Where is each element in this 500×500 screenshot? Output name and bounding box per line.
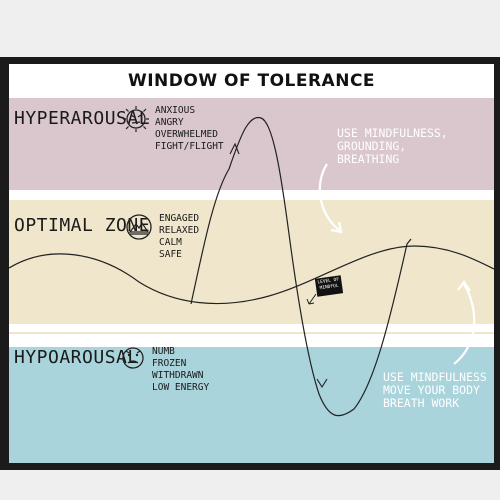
state-item: ANGRY	[155, 117, 184, 128]
mountains-icon	[126, 214, 152, 240]
band-divider	[9, 334, 494, 347]
state-item: FROZEN	[152, 358, 187, 369]
state-item: FIGHT/FLIGHT	[155, 141, 224, 152]
bottom-tip: USE MINDFULNESS MOVE YOUR BODY BREATH WO…	[383, 371, 487, 410]
state-item: RELAXED	[159, 225, 200, 236]
tip-line: BREATHING	[337, 152, 400, 166]
tip-line: BREATH WORK	[383, 396, 460, 410]
top-tip: USE MINDFULNESS, GROUNDING, BREATHING	[337, 127, 448, 166]
poster: WINDOW OF TOLERANCE HYPERAROUSAL ANXIOUS…	[9, 64, 494, 463]
state-item: NUMB	[152, 346, 175, 357]
baseline-wave	[9, 245, 494, 305]
tip-line: USE MINDFULNESS,	[337, 126, 448, 140]
arousal-swing-curve	[190, 116, 412, 417]
curve-arrowhead	[229, 142, 240, 155]
state-item: ENGAGED	[159, 213, 200, 224]
poster-title: WINDOW OF TOLERANCE	[127, 71, 376, 91]
hypoarousal-band	[9, 347, 494, 463]
state-item: OVERWHELMED	[155, 129, 218, 140]
tip-line: GROUNDING,	[337, 139, 407, 153]
hyperarousal-band	[9, 98, 494, 190]
band-divider	[9, 190, 494, 200]
optimal-zone-states: ENGAGED RELAXED CALM SAFE	[159, 213, 199, 261]
agitated-face-icon	[123, 106, 149, 132]
tip-line: MOVE YOUR BODY	[383, 383, 480, 397]
top-tip-arrow	[318, 163, 340, 231]
hyperarousal-states: ANXIOUS ANGRY OVERWHELMED FIGHT/FLIGHT	[155, 105, 224, 153]
level-of-mindful-tag: LEVEL OF MINDFUL	[314, 275, 344, 297]
state-item: LOW ENERGY	[152, 382, 210, 393]
state-item: SAFE	[159, 249, 182, 260]
hypoarousal-label: HYPOAROUSAL	[14, 347, 139, 368]
tip-line: USE MINDFULNESS	[383, 370, 487, 384]
hypoarousal-states: NUMB FROZEN WITHDRAWN LOW ENERGY	[152, 346, 209, 394]
state-item: ANXIOUS	[155, 105, 196, 116]
state-item: CALM	[159, 237, 182, 248]
diagram-overlay	[9, 116, 494, 417]
bottom-tip-arrow	[453, 283, 476, 365]
curve-arrowhead	[316, 378, 328, 389]
band-divider	[9, 324, 494, 332]
top-tip-arrowhead	[330, 221, 343, 234]
hyperarousal-label: HYPERAROUSAL	[14, 108, 151, 129]
optimal-zone-label: OPTIMAL ZONE	[14, 215, 151, 236]
bottom-tip-arrowhead	[457, 280, 471, 292]
sad-face-icon	[122, 347, 144, 369]
tag-pointer	[306, 293, 317, 305]
state-item: WITHDRAWN	[152, 370, 204, 381]
